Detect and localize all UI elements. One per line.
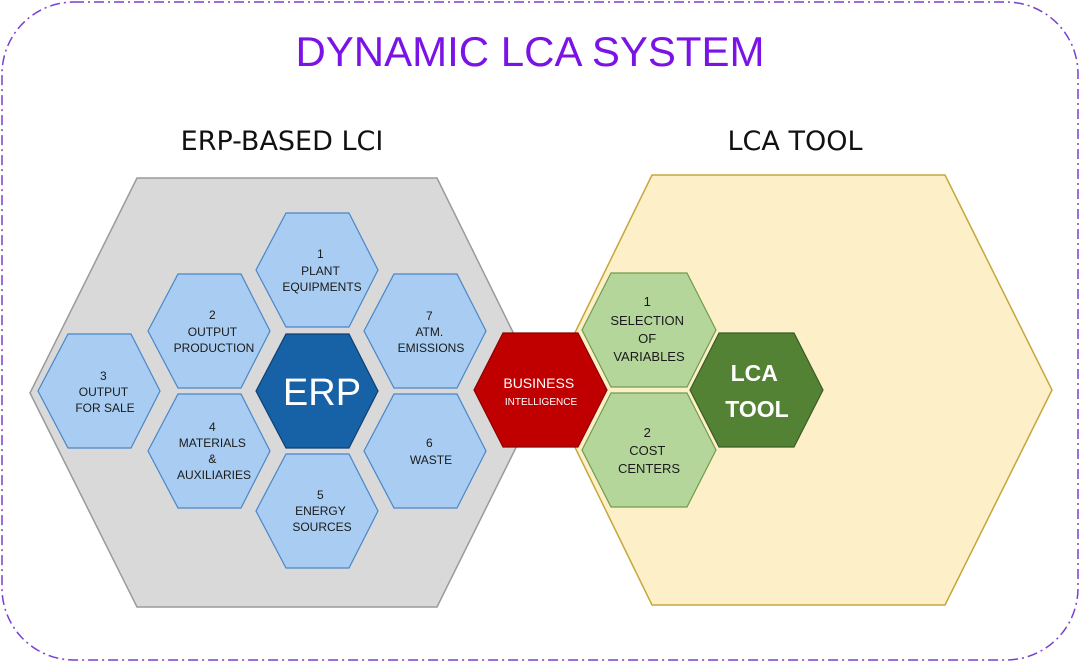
lca-tool-core: LCA TOOL: [689, 332, 824, 448]
lca-tool-heading: LCA TOOL: [728, 126, 863, 157]
selection-line3: VARIABLES: [613, 349, 685, 364]
erp-label: ERP: [283, 372, 361, 414]
selection-of-variables-module: 1 SELECTION OF VARIABLES: [581, 272, 717, 388]
bi-line2: INTELLIGENCE: [505, 397, 578, 408]
business-intelligence: BUSINESS INTELLIGENCE: [473, 332, 608, 448]
svg-text:2 OUTPUT PRODUCTIO: 2 OUTPUT PRODUCTION: [174, 308, 255, 355]
selection-number: 1: [644, 294, 651, 309]
plant-line2: EQUIPMENTS: [282, 280, 361, 294]
cost-line2: CENTERS: [618, 461, 680, 476]
waste-module: 6 WASTE: [363, 393, 487, 509]
waste-line1: WASTE: [410, 453, 452, 467]
materials-line1: MATERIALS: [179, 436, 246, 450]
bi-line1: BUSINESS: [503, 375, 574, 391]
cost-line1: COST: [629, 443, 665, 458]
plant-equipments-module: 1 PLANT EQUIPMENTS: [255, 212, 379, 328]
erp-core: ERP: [255, 333, 379, 449]
svg-text:1 PLANT EQUIPMENTS: 1 PLANT EQUIPMENTS: [282, 247, 361, 294]
output-production-module: 2 OUTPUT PRODUCTION: [147, 273, 271, 389]
lca-tool-line2: TOOL: [725, 396, 788, 422]
cost-centers-module: 2 COST CENTERS: [581, 392, 717, 508]
svg-text:5 ENERGY SOURCES: 5 ENERGY SOURCES: [292, 488, 351, 534]
svg-text:BUSINESS INTELLIGENCE: BUSINESS INTELLIGENCE: [503, 375, 578, 408]
svg-text:1 SELECTION OF: 1 SELECTION OF VARIABLES: [610, 294, 687, 364]
materials-line3: AUXILIARIES: [177, 468, 251, 482]
emissions-number: 7: [426, 309, 433, 323]
output-production-line1: OUTPUT: [188, 325, 238, 339]
selection-line2: OF: [638, 331, 656, 346]
output-production-number: 2: [209, 308, 216, 322]
output-for-sale-module: 3 OUTPUT FOR SALE: [37, 333, 161, 449]
selection-line1: SELECTION: [610, 313, 684, 328]
output-sale-line1: OUTPUT: [79, 385, 129, 399]
plant-number: 1: [317, 247, 324, 261]
energy-sources-module: 5 ENERGY SOURCES: [255, 453, 379, 569]
svg-text:LCA TOOL: LCA TOOL: [725, 360, 788, 422]
energy-number: 5: [317, 488, 324, 502]
svg-text:4 MATERIALS &: 4 MATERIALS & AUXILIARIES: [177, 420, 251, 482]
svg-text:2 COST CENTERS: 2 COST CENTERS: [618, 425, 680, 476]
output-production-line2: PRODUCTION: [174, 341, 255, 355]
waste-number: 6: [426, 436, 433, 450]
svg-text:6 WASTE: 6 WASTE: [410, 436, 452, 467]
lca-tool-line1: LCA: [731, 360, 778, 386]
diagram-title: DYNAMIC LCA SYSTEM: [295, 28, 764, 75]
atm-emissions-module: 7 ATM. EMISSIONS: [363, 273, 487, 389]
emissions-line1: ATM.: [415, 325, 443, 339]
materials-number: 4: [209, 420, 216, 434]
cost-number: 2: [644, 425, 651, 440]
svg-text:3 OUTPUT FOR SALE: 3 OUTPUT FOR SALE: [75, 369, 134, 415]
materials-auxiliaries-module: 4 MATERIALS & AUXILIARIES: [147, 393, 271, 509]
output-sale-number: 3: [100, 369, 107, 383]
energy-line2: SOURCES: [292, 520, 351, 534]
energy-line1: ENERGY: [295, 504, 346, 518]
erp-lci-heading: ERP-BASED LCI: [181, 126, 384, 157]
svg-text:7 ATM. EMISSIONS: 7 ATM. EMISSIONS: [398, 309, 465, 355]
emissions-line2: EMISSIONS: [398, 341, 465, 355]
plant-line1: PLANT: [301, 264, 340, 278]
materials-line2: &: [208, 452, 216, 466]
output-sale-line2: FOR SALE: [75, 401, 134, 415]
